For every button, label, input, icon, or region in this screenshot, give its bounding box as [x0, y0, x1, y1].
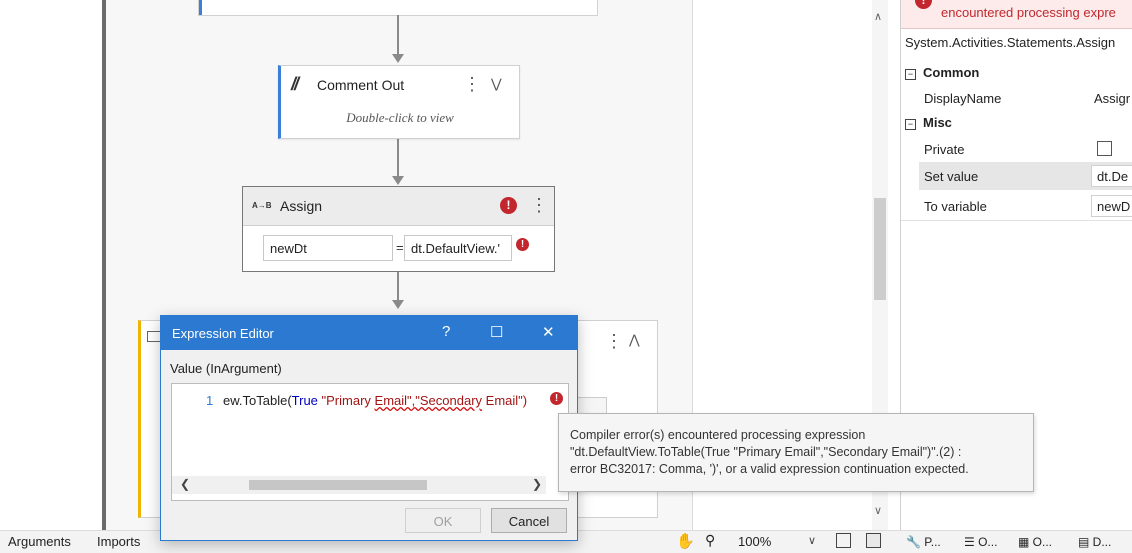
- property-row-to-variable[interactable]: To variable newD: [919, 192, 1132, 220]
- code-editor[interactable]: 1 ew.ToTable(True "Primary Email","Secon…: [171, 383, 569, 501]
- chevron-collapse-icon[interactable]: ⋁: [491, 76, 502, 91]
- assign-icon: A→B: [252, 201, 272, 210]
- property-label: DisplayName: [924, 91, 1002, 106]
- connector-line: [397, 138, 399, 176]
- ok-button[interactable]: OK: [405, 508, 481, 533]
- assign-to-input[interactable]: newDt: [263, 235, 393, 261]
- tooltip-line: Compiler error(s) encountered processing…: [570, 428, 866, 442]
- error-icon[interactable]: !: [500, 197, 517, 214]
- scroll-up-icon[interactable]: ∧: [874, 11, 883, 23]
- property-row-private[interactable]: Private: [919, 135, 1132, 163]
- more-options-icon[interactable]: ⋮: [463, 74, 481, 94]
- activity-header[interactable]: A→B Assign ! ⋮: [243, 187, 554, 226]
- compiler-error-tooltip: Compiler error(s) encountered processing…: [558, 413, 1034, 492]
- error-banner: ! encountered processing expre: [901, 0, 1132, 29]
- activity-title: Assign: [280, 198, 323, 214]
- connector-line: [397, 271, 399, 301]
- activity-body-hint[interactable]: Double-click to view: [346, 110, 454, 125]
- property-row-set-value[interactable]: Set value dt.De: [919, 162, 1132, 190]
- dialog-title: Expression Editor: [172, 326, 274, 341]
- connector-arrow: [392, 54, 404, 63]
- arguments-tab[interactable]: Arguments: [8, 534, 71, 549]
- collapse-icon[interactable]: −: [905, 119, 916, 130]
- property-row-displayname[interactable]: DisplayName Assigr: [919, 84, 1132, 112]
- tab-properties[interactable]: 🔧 P...: [906, 535, 941, 549]
- tooltip-line: "dt.DefaultView.ToTable(True "Primary Em…: [570, 445, 962, 459]
- tab-object-browser[interactable]: ▦ O...: [1018, 535, 1053, 549]
- category-misc[interactable]: −Misc: [905, 115, 952, 130]
- property-label: Set value: [924, 169, 979, 184]
- message-icon: [147, 331, 161, 342]
- collapse-icon[interactable]: −: [905, 69, 916, 80]
- fit-to-screen-icon[interactable]: [836, 533, 851, 548]
- error-icon: !: [915, 0, 932, 9]
- editor-horizontal-scrollbar[interactable]: ❮ ❯: [172, 476, 546, 494]
- category-common[interactable]: −Common: [905, 65, 979, 80]
- activity-header[interactable]: // Comment Out ⋮ ⋁: [281, 66, 519, 103]
- flow-right-edge: [692, 0, 693, 530]
- activity-type-name: System.Activities.Statements.Assign: [905, 35, 1116, 50]
- more-options-icon[interactable]: ⋮: [530, 195, 548, 215]
- assign-value-input[interactable]: dt.DefaultView.': [404, 235, 512, 261]
- connector-arrow: [392, 300, 404, 309]
- scroll-thumb[interactable]: [249, 480, 427, 490]
- expression-text[interactable]: ew.ToTable(True "Primary Email","Seconda…: [223, 393, 528, 408]
- more-options-icon[interactable]: ⋮: [605, 331, 623, 351]
- expression-editor-dialog[interactable]: Expression Editor ? ☐ ✕ Value (InArgumen…: [160, 315, 578, 541]
- divider: [901, 220, 1132, 221]
- to-variable-input[interactable]: newD: [1091, 195, 1132, 217]
- zoom-dropdown-icon[interactable]: ∨: [808, 535, 817, 547]
- expression-error-icon[interactable]: !: [550, 392, 563, 405]
- overview-icon[interactable]: [866, 533, 881, 548]
- flow-left-rail: [102, 0, 106, 530]
- canvas-vertical-scrollbar[interactable]: ∧ ∨: [872, 0, 888, 530]
- property-label: Private: [924, 142, 965, 157]
- zoom-search-icon[interactable]: ⚲: [705, 532, 716, 548]
- tab-outline[interactable]: ☰ O...: [964, 535, 998, 549]
- tooltip-line: error BC32017: Comma, ')', or a valid ex…: [570, 462, 969, 476]
- connector-line: [397, 15, 399, 55]
- argument-label: Value (InArgument): [170, 361, 282, 376]
- tab-data-manager[interactable]: ▤ D...: [1078, 535, 1112, 549]
- assign-activity[interactable]: A→B Assign ! ⋮ newDt = dt.DefaultView.' …: [242, 186, 555, 272]
- panel-tab-strip: 🔧 P... ☰ O... ▦ O... ▤ D...: [900, 530, 1132, 553]
- zoom-level[interactable]: 100%: [738, 534, 772, 549]
- scroll-left-icon[interactable]: ❮: [180, 477, 191, 491]
- line-number: 1: [206, 393, 214, 408]
- previous-activity-card[interactable]: [198, 0, 598, 16]
- scroll-down-icon[interactable]: ∨: [874, 505, 883, 517]
- connector-arrow: [392, 176, 404, 185]
- equals-sign: =: [396, 240, 404, 255]
- help-button[interactable]: ?: [442, 323, 451, 340]
- comment-slashes-icon: //: [291, 74, 299, 94]
- chevron-expand-icon[interactable]: ⋀: [629, 332, 640, 347]
- property-label: To variable: [924, 199, 987, 214]
- imports-tab[interactable]: Imports: [97, 534, 141, 549]
- error-banner-text: encountered processing expre: [941, 5, 1116, 20]
- private-checkbox[interactable]: [1097, 141, 1112, 156]
- scroll-right-icon[interactable]: ❯: [532, 477, 543, 491]
- activity-title: Comment Out: [317, 77, 405, 93]
- comment-out-activity[interactable]: // Comment Out ⋮ ⋁ Double-click to view: [278, 65, 520, 139]
- value-error-icon[interactable]: !: [516, 238, 529, 251]
- scroll-thumb[interactable]: [874, 198, 886, 300]
- close-button[interactable]: ✕: [542, 324, 555, 341]
- dialog-titlebar[interactable]: Expression Editor ? ☐ ✕: [161, 316, 577, 350]
- maximize-button[interactable]: ☐: [490, 324, 504, 341]
- displayname-value[interactable]: Assigr: [1094, 91, 1131, 106]
- pan-hand-icon[interactable]: ✋: [676, 533, 695, 550]
- cancel-button[interactable]: Cancel: [491, 508, 567, 533]
- set-value-input[interactable]: dt.De: [1091, 165, 1132, 187]
